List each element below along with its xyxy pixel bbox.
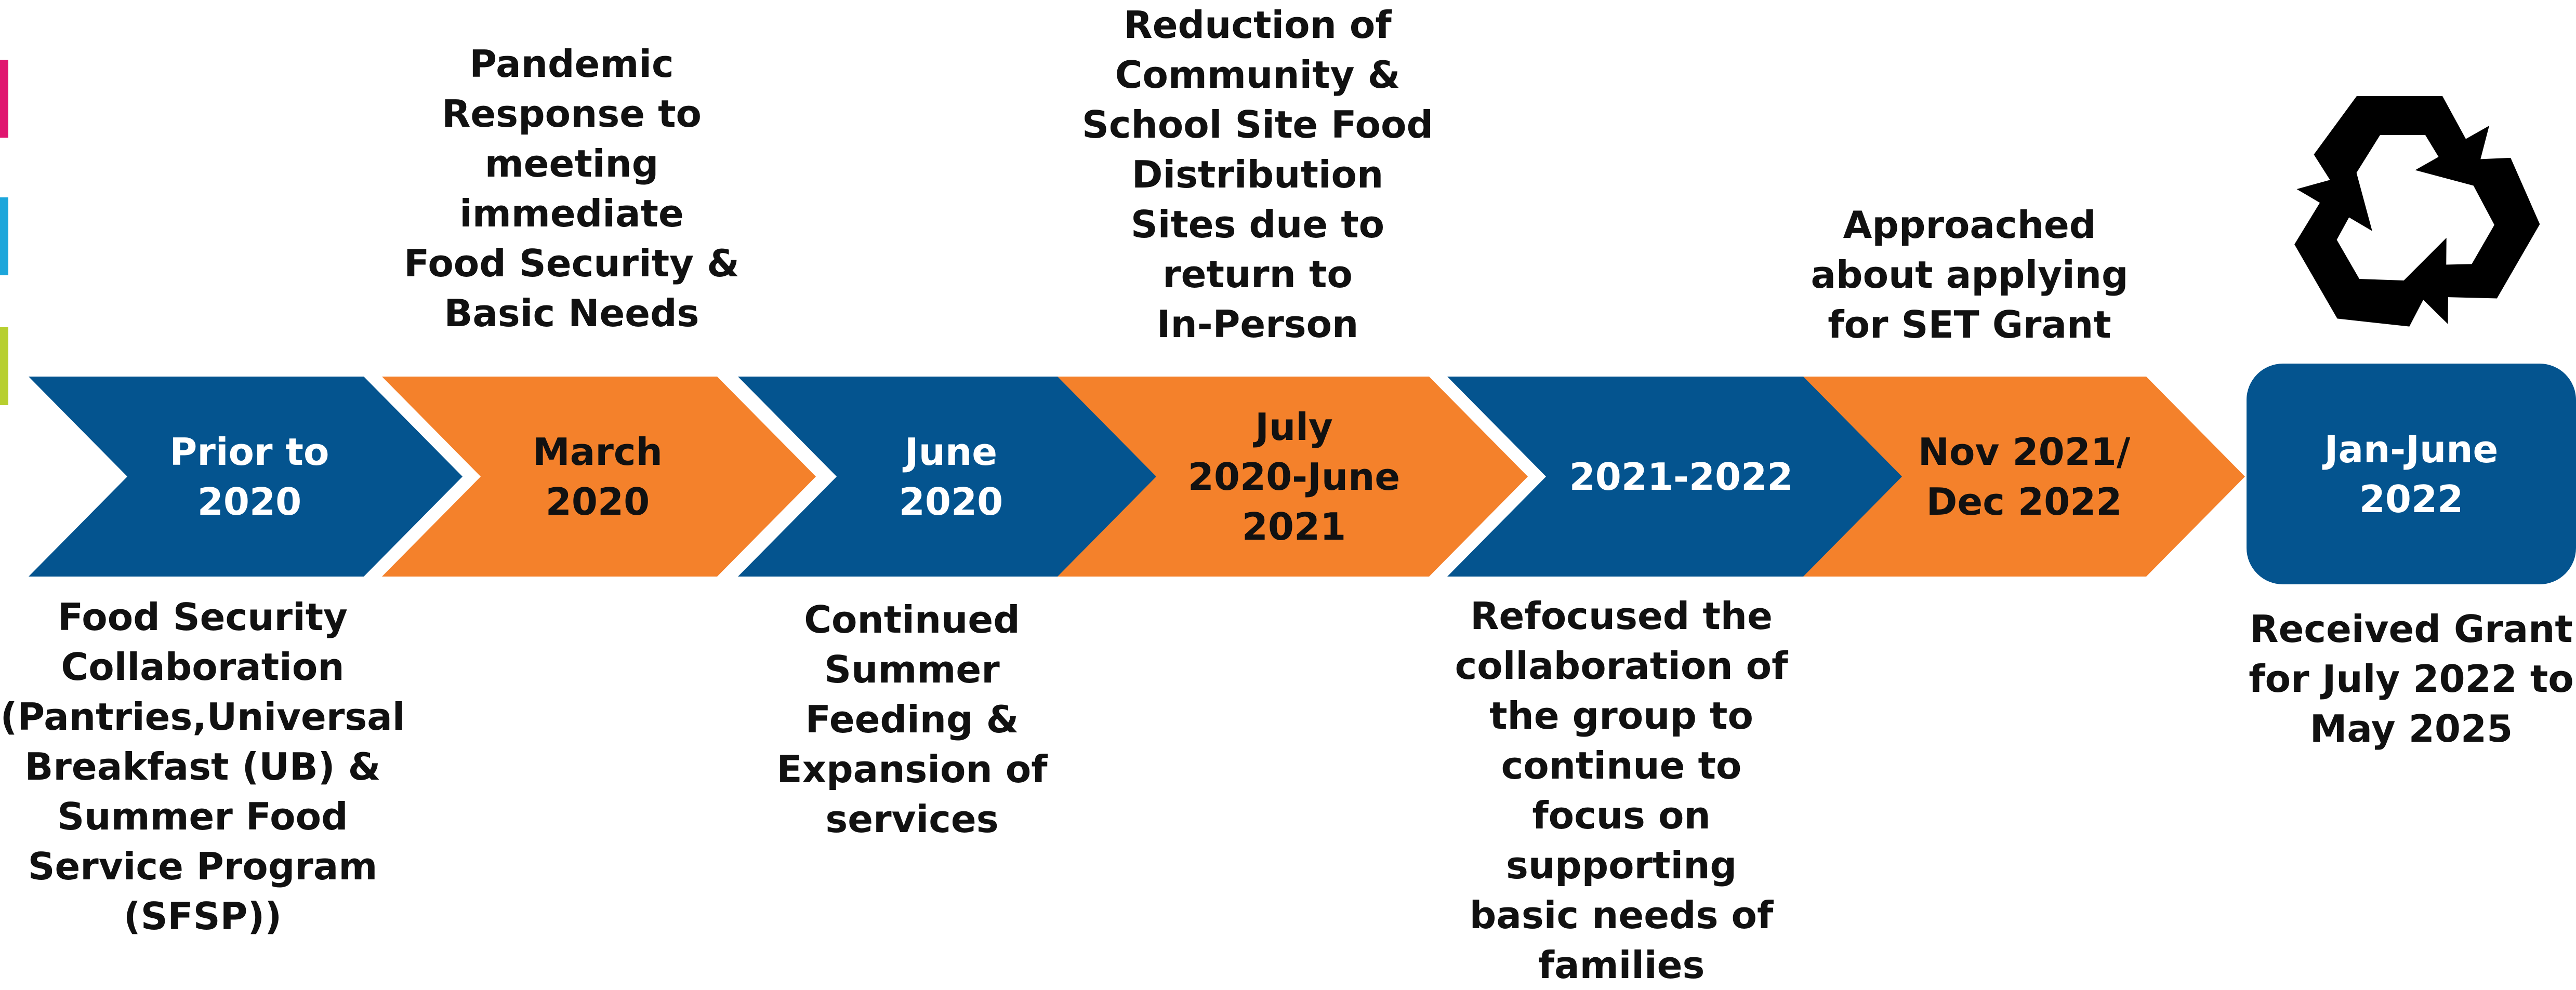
recycle-arrow [2294,172,2433,327]
stage-7-label: Jan-June 2022 [2324,427,2499,521]
stage-1-label: Prior to 2020 [169,430,329,524]
stage-6-label: Nov 2021/ Dec 2022 [1918,430,2131,524]
stage-5-note: Refocused the collaboration of the group… [1455,594,1788,987]
stage-3-label: June 2020 [899,430,1003,524]
recycle-arrow [2403,157,2540,324]
stage-2-note: Pandemic Response to meeting immediate F… [404,42,739,335]
cyan-marker [0,197,8,275]
stage-7-note: Received Grant for July 2022 to May 2025 [2249,607,2574,751]
stage-4-label: July 2020-June 2021 [1187,405,1401,548]
stage-2-label: March 2020 [533,430,663,524]
stage-4-note: Reduction of Community & School Site Foo… [1081,3,1434,346]
stage-7-box [2247,364,2576,584]
recycle-icon [2294,96,2540,327]
stage-1-note: Food Security Collaboration (Pantries,Un… [0,595,405,938]
recycle-arrow [2314,96,2489,197]
stage-6-note: Approached about applying for SET Grant [1811,203,2129,346]
stage-3-note: Continued Summer Feeding & Expansion of … [776,598,1048,841]
lime-marker [0,327,8,405]
stage-5-label: 2021-2022 [1569,454,1793,499]
magenta-marker [0,60,8,138]
